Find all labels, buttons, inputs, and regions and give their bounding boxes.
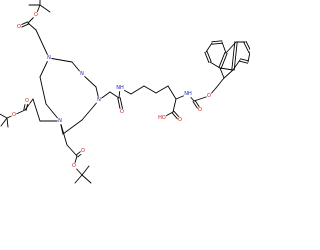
double-bond — [239, 60, 249, 64]
single-bond — [205, 42, 213, 53]
atom-label-o-bottom-ester: O — [72, 163, 76, 169]
atom-label-o-carbamate-ester: O — [207, 93, 211, 99]
single-bond — [0, 113, 8, 119]
single-bond — [48, 57, 73, 63]
atom-labels: N N N N O O O O O O O NH NH O O HO O — [11, 11, 212, 170]
atom-label-background — [71, 162, 77, 170]
atom-label-background — [16, 23, 22, 31]
atom-label-o-top-ester: O — [34, 12, 38, 18]
double-bond — [231, 41, 236, 71]
single-bond — [225, 41, 237, 54]
single-bond — [35, 29, 50, 59]
single-bond — [66, 144, 78, 157]
atom-label-nh-amide: NH — [116, 85, 124, 91]
atom-label-background — [157, 114, 167, 122]
single-bond — [130, 85, 145, 95]
single-bond — [172, 98, 177, 113]
atom-label-background — [79, 70, 85, 78]
atom-label-n1: N — [47, 55, 51, 61]
atom-label-o-carbamate-c: O — [198, 107, 202, 113]
atom-label-n4: N — [58, 118, 62, 124]
atom-label-o-top-carbonyl: O — [17, 24, 21, 30]
atom-label-background — [183, 90, 193, 98]
single-bond — [247, 51, 250, 63]
single-bond — [59, 120, 68, 146]
atom-label-o-left-ester: O — [12, 112, 16, 118]
atom-label-n2: N — [80, 71, 84, 77]
atom-label-background — [33, 11, 39, 19]
double-bond — [239, 58, 249, 62]
single-bond — [215, 77, 225, 89]
single-bond — [219, 67, 225, 79]
single-bond — [219, 67, 234, 71]
double-bond — [204, 51, 210, 63]
single-bond — [221, 41, 227, 54]
double-bond — [211, 42, 223, 45]
single-bond — [81, 99, 100, 121]
atom-label-background — [177, 116, 183, 124]
atom-label-background — [57, 117, 63, 125]
atom-label-o-bottom-carbonyl: O — [81, 148, 85, 154]
single-bond — [155, 85, 169, 94]
bonds — [0, 0, 250, 184]
single-bond — [32, 98, 41, 122]
single-bond — [0, 117, 8, 127]
chemical-structure: N N N N O O O O O O O NH NH O O HO O — [0, 0, 250, 184]
single-bond — [209, 61, 221, 69]
single-bond — [81, 174, 92, 184]
double-bond — [218, 52, 226, 69]
atom-label-o-acid: O — [178, 117, 182, 123]
single-bond — [74, 174, 83, 184]
atom-label-background — [80, 147, 86, 155]
atom-label-background — [96, 96, 102, 104]
double-bond — [220, 52, 228, 69]
atom-label-background — [46, 54, 52, 62]
single-bond — [223, 69, 234, 79]
single-bond — [62, 119, 83, 135]
single-bond — [81, 165, 90, 176]
atom-label-oh-acid: HO — [158, 115, 166, 121]
single-bond — [39, 4, 51, 13]
single-bond — [6, 117, 9, 128]
double-bond — [206, 51, 212, 63]
atom-label-o-left-carbonyl: O — [25, 98, 29, 104]
atom-label-background — [197, 106, 203, 114]
atom-label-background — [11, 111, 17, 119]
double-bond — [243, 42, 250, 53]
double-bond — [245, 41, 250, 51]
single-bond — [193, 95, 210, 102]
single-bond — [27, 22, 37, 31]
atom-label-background — [24, 97, 30, 105]
atom-label-o-amide: O — [120, 109, 124, 115]
single-bond — [167, 85, 177, 100]
single-bond — [143, 85, 157, 94]
double-bond — [233, 41, 238, 71]
atom-label-background — [206, 92, 212, 100]
single-bond — [109, 91, 120, 99]
single-bond — [39, 76, 47, 105]
atom-label-n3: N — [97, 97, 101, 103]
atom-label-nh-carbamate: NH — [184, 91, 192, 97]
atom-label-background — [115, 84, 125, 92]
atom-label-background — [119, 108, 125, 116]
double-bond — [211, 40, 223, 43]
